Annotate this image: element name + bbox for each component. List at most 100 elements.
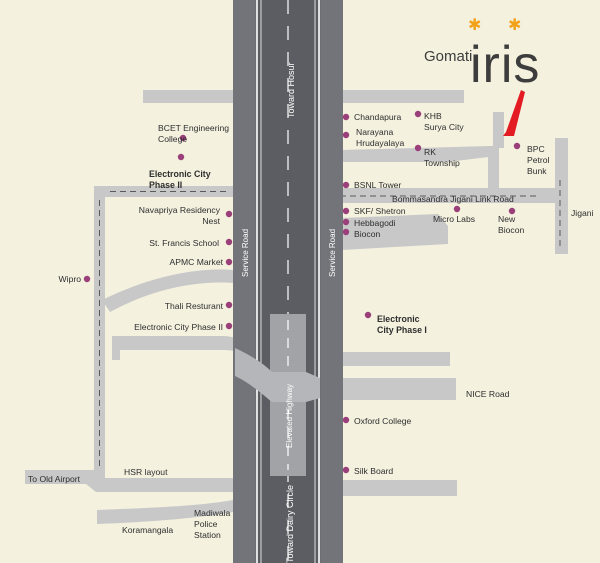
landmark-label: Koramangala (122, 525, 173, 535)
landmark-label: SKF/ Shetron (354, 206, 406, 216)
road-right-upper (342, 352, 450, 366)
location-marker-icon (364, 311, 372, 319)
landmark-label: St. Francis School (149, 238, 219, 248)
landmark-label: Thali Resturant (165, 301, 224, 311)
landmark-label: APMC Market (170, 257, 224, 267)
landmark: Electronic City Phase II (134, 322, 233, 332)
location-marker-icon (225, 210, 233, 218)
landmark: Wipro (59, 274, 91, 284)
brand-logo: Gomati iris ✱ ✱ (424, 17, 540, 94)
landmark-label: Chandapura (354, 112, 402, 122)
overpass-crossing (235, 348, 320, 402)
landmark: BSNL Tower (342, 180, 401, 190)
location-marker-icon (342, 228, 350, 236)
location-marker-icon (225, 258, 233, 266)
landmark: Hebbagodi (342, 218, 396, 228)
landmark-label: Electronic City Phase II (134, 322, 223, 332)
hsr-layout-label: HSR layout (124, 467, 168, 477)
road-biocon (342, 214, 448, 250)
location-marker-icon (342, 181, 350, 189)
landmark: Oxford College (342, 416, 412, 426)
location-marker-icon (342, 466, 350, 474)
brand-name: iris (470, 36, 540, 94)
service-road-left-label: Service Road (241, 229, 250, 277)
landmark: St. Francis School (149, 238, 233, 248)
landmark: SKF/ Shetron (342, 206, 406, 216)
main-highway (233, 0, 343, 563)
to-old-airport-label: To Old Airport (28, 474, 81, 484)
location-marker-icon (508, 207, 516, 215)
landmark-label: Micro Labs (433, 214, 475, 224)
location-marker-icon (225, 238, 233, 246)
landmark-label: Oxford College (354, 416, 412, 426)
location-marker-icon (513, 142, 521, 150)
project-location-pointer (503, 90, 525, 136)
road-top-left (143, 90, 233, 103)
landmark: Chandapura (342, 112, 402, 122)
service-road-left (233, 0, 255, 563)
road-connector-link (488, 146, 499, 192)
road-top-right (342, 90, 464, 103)
star-icon: ✱ (508, 17, 521, 34)
elevated-highway-label: Elevated Highway (285, 384, 294, 448)
road-wipro-curve (102, 269, 233, 312)
location-marker-icon (342, 207, 350, 215)
side-road-dashes (99, 180, 561, 468)
road-hsr (25, 470, 233, 492)
link-road-label: Bommasandra Jigani Link Road (392, 194, 514, 204)
landmark-label: Jigani (571, 208, 594, 218)
landmark-label: Hebbagodi (354, 218, 396, 228)
location-marker-icon (342, 131, 350, 139)
location-marker-icon (225, 301, 233, 309)
location-marker-icon (83, 275, 91, 283)
service-road-right (321, 0, 343, 563)
road-ecity-loop (112, 336, 272, 378)
brand-prefix: Gomati (424, 48, 472, 65)
location-marker-icon (342, 113, 350, 121)
road-right-lower (342, 480, 457, 496)
landmark-label: Silk Board (354, 466, 393, 476)
landmark: Biocon (342, 228, 380, 239)
road-rk-township (342, 146, 497, 162)
landmark: Koramangala (122, 525, 173, 535)
nice-road-label: NICE Road (466, 389, 510, 399)
landmark-label: Biocon (354, 229, 380, 239)
landmark: Jigani (571, 208, 594, 218)
location-marker-icon (453, 205, 461, 213)
location-marker-icon (179, 134, 187, 142)
star-icon: ✱ (468, 17, 481, 34)
landmark: APMC Market (170, 257, 233, 267)
landmark: Micro Labs (433, 205, 475, 224)
location-marker-icon (342, 416, 350, 424)
location-marker-icon (342, 218, 350, 226)
road-bommasandra-jigani (342, 188, 557, 203)
landmark: Thali Resturant (165, 301, 233, 311)
landmark: Silk Board (342, 466, 393, 476)
road-pointer-vertical (493, 112, 504, 148)
landmark-label: Wipro (59, 274, 82, 284)
toward-hosur-label: Toward Hosur (286, 62, 296, 118)
landmark-label: BSNL Tower (354, 180, 401, 190)
